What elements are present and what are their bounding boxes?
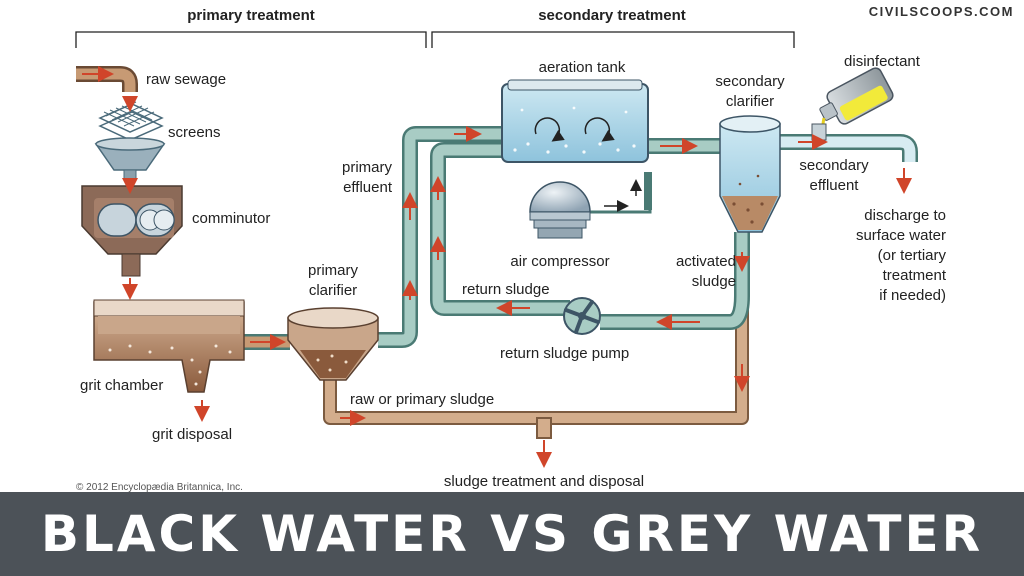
secondary-treatment-header: secondary treatment [538, 7, 686, 24]
secondary-clarifier [719, 115, 781, 233]
activated-sludge-label-line1: activated [676, 253, 736, 270]
primary-effluent-label-line1: primary [342, 159, 393, 176]
primary-effluent-label-line2: effluent [343, 179, 393, 196]
return-sludge-pump-label: return sludge pump [500, 345, 629, 362]
air-compressor-label: air compressor [510, 253, 609, 270]
title-banner: Black Water vs Grey Water [0, 492, 1024, 576]
secondary-clarifier-label-line2: clarifier [726, 93, 774, 110]
discharge-label-line3: (or tertiary [878, 247, 947, 264]
discharge-label-line5: if needed) [879, 287, 946, 304]
grit-disposal-label: grit disposal [152, 426, 232, 443]
air-compressor [529, 181, 591, 239]
grit-chamber-label: grit chamber [80, 377, 163, 394]
site-watermark: CIVILSCOOPS.COM [869, 4, 1014, 19]
primary-clarifier-label-line1: primary [308, 262, 359, 279]
screens-label: screens [168, 124, 221, 141]
raw-sewage-label: raw sewage [146, 71, 226, 88]
discharge-label-line4: treatment [883, 267, 947, 284]
secondary-effluent-label-line1: secondary [799, 157, 869, 174]
return-sludge-pump [563, 297, 601, 335]
primary-bracket [75, 31, 427, 48]
secondary-clarifier-label-line1: secondary [715, 73, 785, 90]
screens [94, 101, 166, 181]
discharge-label-line2: surface water [856, 227, 946, 244]
copyright-text: © 2012 Encyclopædia Britannica, Inc. [76, 482, 243, 492]
sludge-treatment-label: sludge treatment and disposal [444, 473, 644, 490]
primary-clarifier-label-line2: clarifier [309, 282, 357, 299]
discharge-label-line1: discharge to [864, 207, 946, 224]
secondary-bracket [431, 31, 795, 48]
comminutor [81, 185, 183, 277]
banner-title: Black Water vs Grey Water [40, 505, 984, 563]
diagram: primary treatment secondary treatment CI… [75, 4, 1014, 493]
disinfectant-label: disinfectant [844, 53, 921, 70]
treatment-diagram: primary treatment secondary treatment CI… [75, 4, 1014, 493]
aeration-tank-label: aeration tank [539, 59, 626, 76]
primary-treatment-header: primary treatment [187, 7, 315, 24]
aeration-tank [501, 79, 649, 163]
return-sludge-label: return sludge [462, 281, 550, 298]
primary-clarifier [287, 307, 379, 381]
comminutor-label: comminutor [192, 210, 270, 227]
flow-arrows [82, 66, 912, 468]
grit-chamber [93, 299, 245, 393]
disinfectant-bottle [811, 67, 894, 141]
raw-primary-sludge-label: raw or primary sludge [350, 391, 494, 408]
secondary-effluent-label-line2: effluent [810, 177, 860, 194]
activated-sludge-label-line2: sludge [692, 273, 736, 290]
